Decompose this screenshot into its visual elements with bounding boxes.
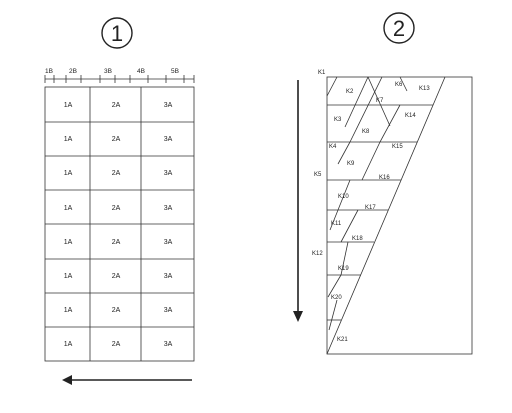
wedge-hypotenuse: [326, 76, 446, 355]
panel-2-wedge: [326, 76, 473, 355]
top-label: 3B: [104, 68, 112, 75]
grid-cell: 3A: [164, 307, 173, 314]
wedge-slant-divider: [327, 274, 342, 298]
grid-cell: 3A: [164, 239, 173, 246]
grid-cell: 2A: [112, 239, 121, 246]
wedge-slant-divider: [399, 76, 408, 92]
top-label: 4B: [137, 68, 145, 75]
panel-2-number-badge: 2: [383, 12, 415, 44]
k-label: K8: [362, 129, 370, 135]
top-label: 2B: [69, 68, 77, 75]
wedge-slant-divider: [379, 104, 401, 143]
wedge-slant-divider: [340, 209, 359, 243]
left-arrow-icon: [62, 375, 192, 385]
top-label: 1B: [45, 68, 53, 75]
panel-1-number-circle: [101, 17, 133, 49]
panel-1-grid: [44, 86, 195, 362]
wedge-slant-divider: [328, 299, 338, 331]
top-labels: 1B 2B 3B 4B 5B: [45, 68, 179, 75]
wedge-slant-divider: [367, 76, 391, 127]
k-label: K21: [337, 337, 348, 343]
grid-cell: 1A: [64, 170, 73, 177]
wedge-slant-divider: [349, 76, 383, 143]
grid-cell: 3A: [164, 273, 173, 280]
grid-cell: 3A: [164, 136, 173, 143]
k-label: K19: [338, 266, 349, 272]
k-label: K9: [347, 161, 355, 167]
k-label: K11: [331, 221, 342, 227]
grid-cell: 3A: [164, 102, 173, 109]
outer-rectangle: [326, 76, 473, 355]
grid-cell: 1A: [64, 136, 73, 143]
k-label: K18: [352, 236, 363, 242]
k-label: K16: [379, 175, 390, 181]
grid-cell: 2A: [112, 136, 121, 143]
panel-2: 2: [293, 12, 473, 355]
k-label: K12: [312, 251, 323, 257]
grid-cell: 2A: [112, 102, 121, 109]
down-arrow-icon: [293, 80, 303, 322]
k-label: K20: [331, 295, 342, 301]
top-label: 5B: [171, 68, 179, 75]
k-label: K4: [329, 144, 337, 150]
grid-cell: 1A: [64, 239, 73, 246]
wedge-slant-divider: [361, 141, 381, 181]
grid-cell: 1A: [64, 273, 73, 280]
grid-cell: 3A: [164, 205, 173, 212]
k-labels: K1 K2 K3 K4 K5 K6 K7 K8 K9 K10 K11 K12 K…: [312, 70, 430, 343]
wedge-slant-divider: [340, 241, 349, 276]
k-label: K6: [395, 82, 403, 88]
k-label: K15: [392, 144, 403, 150]
grid-cell: 1A: [64, 307, 73, 314]
grid-cell: 3A: [164, 341, 173, 348]
grid-cell: 2A: [112, 273, 121, 280]
grid-cell: 1A: [64, 205, 73, 212]
panel-2-number: 2: [393, 16, 405, 41]
grid-cell: 2A: [112, 341, 121, 348]
wedge-slant-divider: [337, 141, 351, 165]
grid-cell: 1A: [64, 102, 73, 109]
k-label: K3: [334, 117, 342, 123]
wedge-slant-divider: [344, 76, 369, 128]
wedge-slant-divider: [329, 179, 351, 231]
grid-cells: 1A 2A 3A 1A 2A 3A 1A 2A 3A 1A 2A 3A 1A 2…: [64, 102, 173, 348]
k-label: K5: [314, 172, 322, 178]
k-label: K13: [419, 86, 430, 92]
panel-1: 1 1B 2B 3B 4B 5B: [44, 17, 195, 385]
grid-cell: 2A: [112, 170, 121, 177]
k-label: K7: [376, 98, 384, 104]
grid-cell: 2A: [112, 205, 121, 212]
k-label: K2: [346, 89, 354, 95]
top-ruler: [44, 75, 195, 83]
grid-cell: 3A: [164, 170, 173, 177]
panel-2-number-circle: [383, 12, 415, 44]
k-label: K14: [405, 113, 416, 119]
panel-1-number-badge: 1: [101, 17, 133, 49]
k-label: K17: [365, 205, 376, 211]
wedge-slant-divider: [326, 76, 338, 97]
grid-cell: 1A: [64, 341, 73, 348]
panel-1-number: 1: [111, 21, 123, 46]
k-label: K1: [318, 70, 326, 76]
grid-cell: 2A: [112, 307, 121, 314]
k-label: K10: [338, 194, 349, 200]
